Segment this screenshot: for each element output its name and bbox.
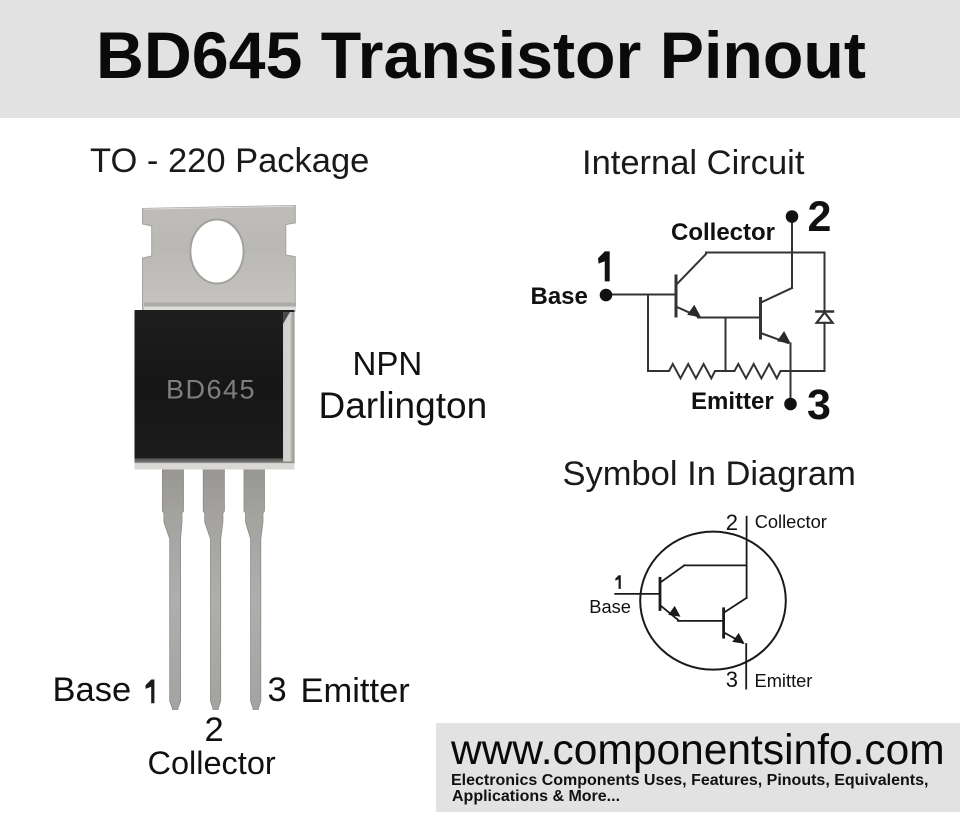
svg-text:BD645: BD645 — [166, 375, 256, 405]
